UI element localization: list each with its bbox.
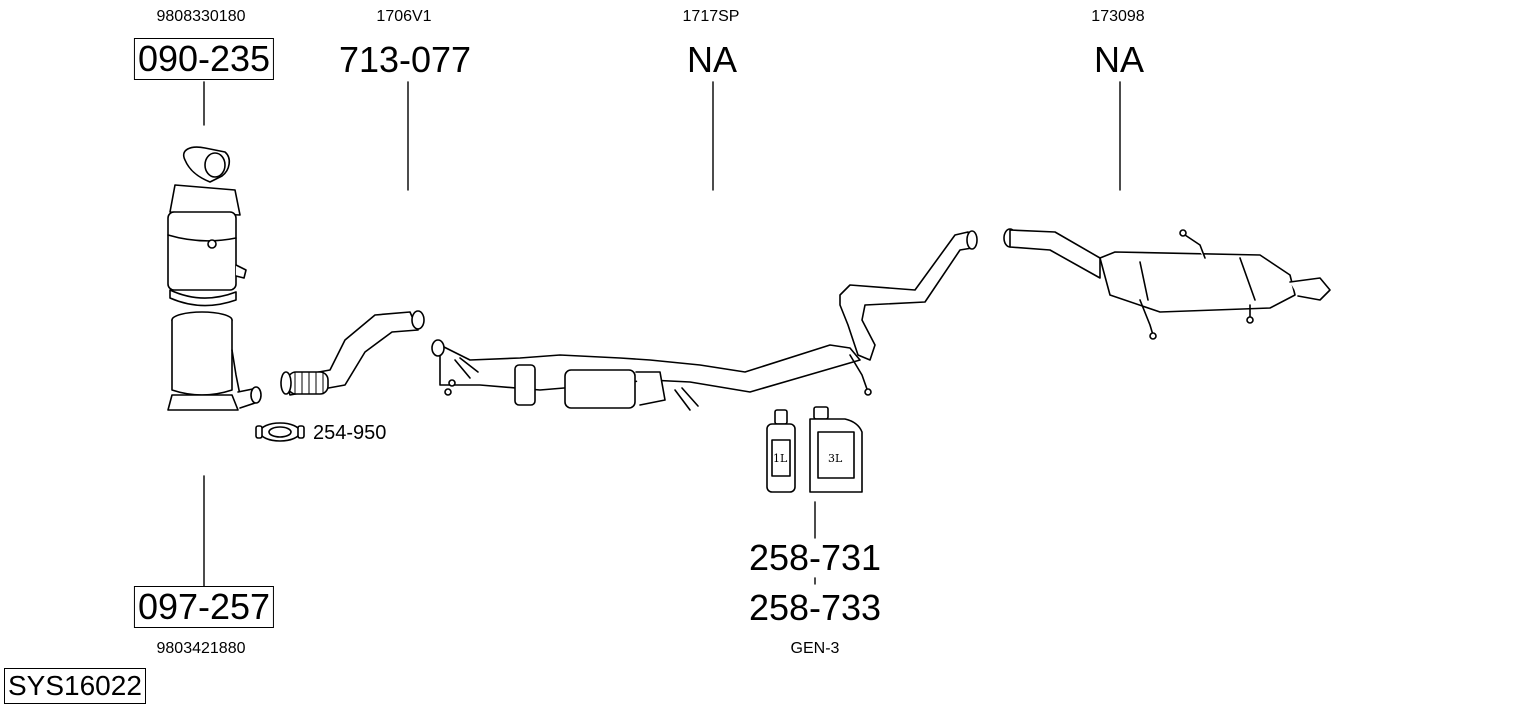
intermediate-pipe-icon xyxy=(839,230,978,361)
particulate-filter-icon xyxy=(167,146,247,307)
rear-silencer-icon xyxy=(1003,228,1331,340)
oe-number-rear: 173098 xyxy=(1091,8,1145,25)
leader-lines xyxy=(203,81,1121,587)
oe-number-dpf: 9808330180 xyxy=(156,8,246,25)
part-number-middle: NA xyxy=(686,39,738,80)
oe-number-catalyst: 9803421880 xyxy=(156,640,246,657)
fluid-bottle-1l-icon xyxy=(766,409,796,493)
fluid-can-3l-icon xyxy=(809,406,863,493)
part-number-catalyst[interactable]: 097-257 xyxy=(133,586,275,628)
system-code: SYS16022 xyxy=(4,668,146,704)
can-small-label: 1L xyxy=(773,452,788,465)
middle-pipe-icon xyxy=(431,339,872,411)
part-number-rear: NA xyxy=(1093,39,1145,80)
part-number-dpf[interactable]: 090-235 xyxy=(133,38,275,80)
fluid-label: GEN-3 xyxy=(790,640,840,657)
catalytic-converter-icon xyxy=(167,311,262,411)
can-large-label: 3L xyxy=(828,452,843,465)
part-number-front-pipe[interactable]: 713-077 xyxy=(338,39,472,80)
part-number-clamp[interactable]: 254-950 xyxy=(313,422,387,444)
clamp-icon xyxy=(255,422,305,442)
front-pipe-icon xyxy=(280,310,425,396)
oe-number-front-pipe: 1706V1 xyxy=(376,8,432,25)
oe-number-middle: 1717SP xyxy=(682,8,740,25)
part-number-fluid-2[interactable]: 258-733 xyxy=(748,587,882,628)
part-number-fluid-1[interactable]: 258-731 xyxy=(748,537,882,578)
